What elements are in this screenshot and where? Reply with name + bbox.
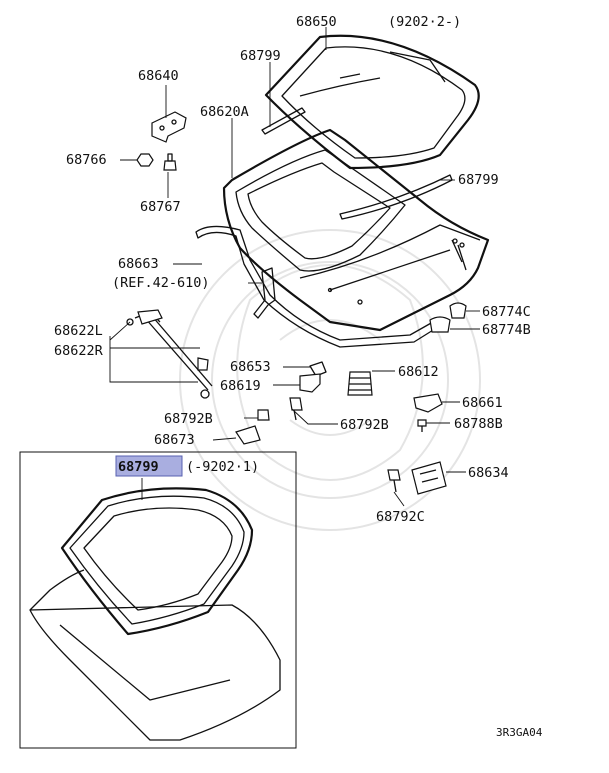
lock-68634 (411, 461, 447, 495)
label-68788B: 68788B (454, 416, 503, 432)
label-68650-range: (9202·2-) (388, 14, 461, 30)
hinge-68640 (151, 111, 187, 143)
label-68774B: 68774B (482, 322, 531, 338)
screw-68788B (417, 419, 427, 432)
molding-68799-top (261, 107, 306, 135)
inset-body-detail (59, 624, 231, 701)
inset-body-outline (29, 569, 281, 741)
label-68792C: 68792C (376, 509, 425, 525)
label-68766: 68766 (66, 152, 107, 168)
label-68767: 68767 (140, 199, 181, 215)
label-68799-right: 68799 (458, 172, 499, 188)
inset-molding-inner (69, 495, 245, 625)
inset-molding-68799 (60, 487, 254, 636)
glass-68650 (264, 34, 480, 170)
nut-68766 (136, 153, 154, 167)
stopper-68774B (429, 316, 451, 333)
label-68622L: 68622L (54, 323, 103, 339)
label-68640: 68640 (138, 68, 179, 84)
label-68653: 68653 (230, 359, 271, 375)
bolt-68792B-left (257, 409, 270, 421)
diagram-code: 3R3GA04 (496, 726, 543, 739)
label-68612: 68612 (398, 364, 439, 380)
label-68663: 68663 (118, 256, 159, 272)
inset-range-label: (-9202·1) (186, 459, 259, 475)
label-68650: 68650 (296, 14, 337, 30)
highlight-68799 (115, 455, 183, 477)
bolt-68767 (163, 153, 177, 171)
label-68622R: 68622R (54, 343, 104, 359)
inset-part-label: 68799 (118, 459, 159, 475)
label-68799-top: 68799 (240, 48, 281, 64)
lock-detail (419, 469, 439, 483)
latch-68619 (299, 373, 321, 393)
label-ref-42-610: (REF.42-610) (112, 275, 210, 291)
label-68792B-right: 68792B (340, 417, 389, 433)
clip-68653 (309, 361, 327, 377)
inset-glass-edge (83, 507, 233, 611)
bumper-68612 (347, 371, 373, 396)
leader-lines (109, 27, 480, 507)
hinge-ref (253, 267, 276, 319)
weatherstrip-68663 (195, 225, 447, 348)
label-68792B-left: 68792B (164, 411, 213, 427)
bracket-68673 (235, 425, 261, 445)
watermark (179, 229, 481, 531)
label-68619: 68619 (220, 378, 261, 394)
stopper-68774C (449, 302, 467, 319)
strut-68622 (126, 309, 213, 399)
label-68661: 68661 (462, 395, 503, 411)
bolt-68792C (387, 469, 401, 493)
striker-68661 (413, 393, 443, 413)
label-68774C: 68774C (482, 304, 531, 320)
label-68620A: 68620A (200, 104, 249, 120)
label-68634: 68634 (468, 465, 509, 481)
inset-panel: 68799 (-9202·1) (19, 451, 297, 749)
label-68673: 68673 (154, 432, 195, 448)
